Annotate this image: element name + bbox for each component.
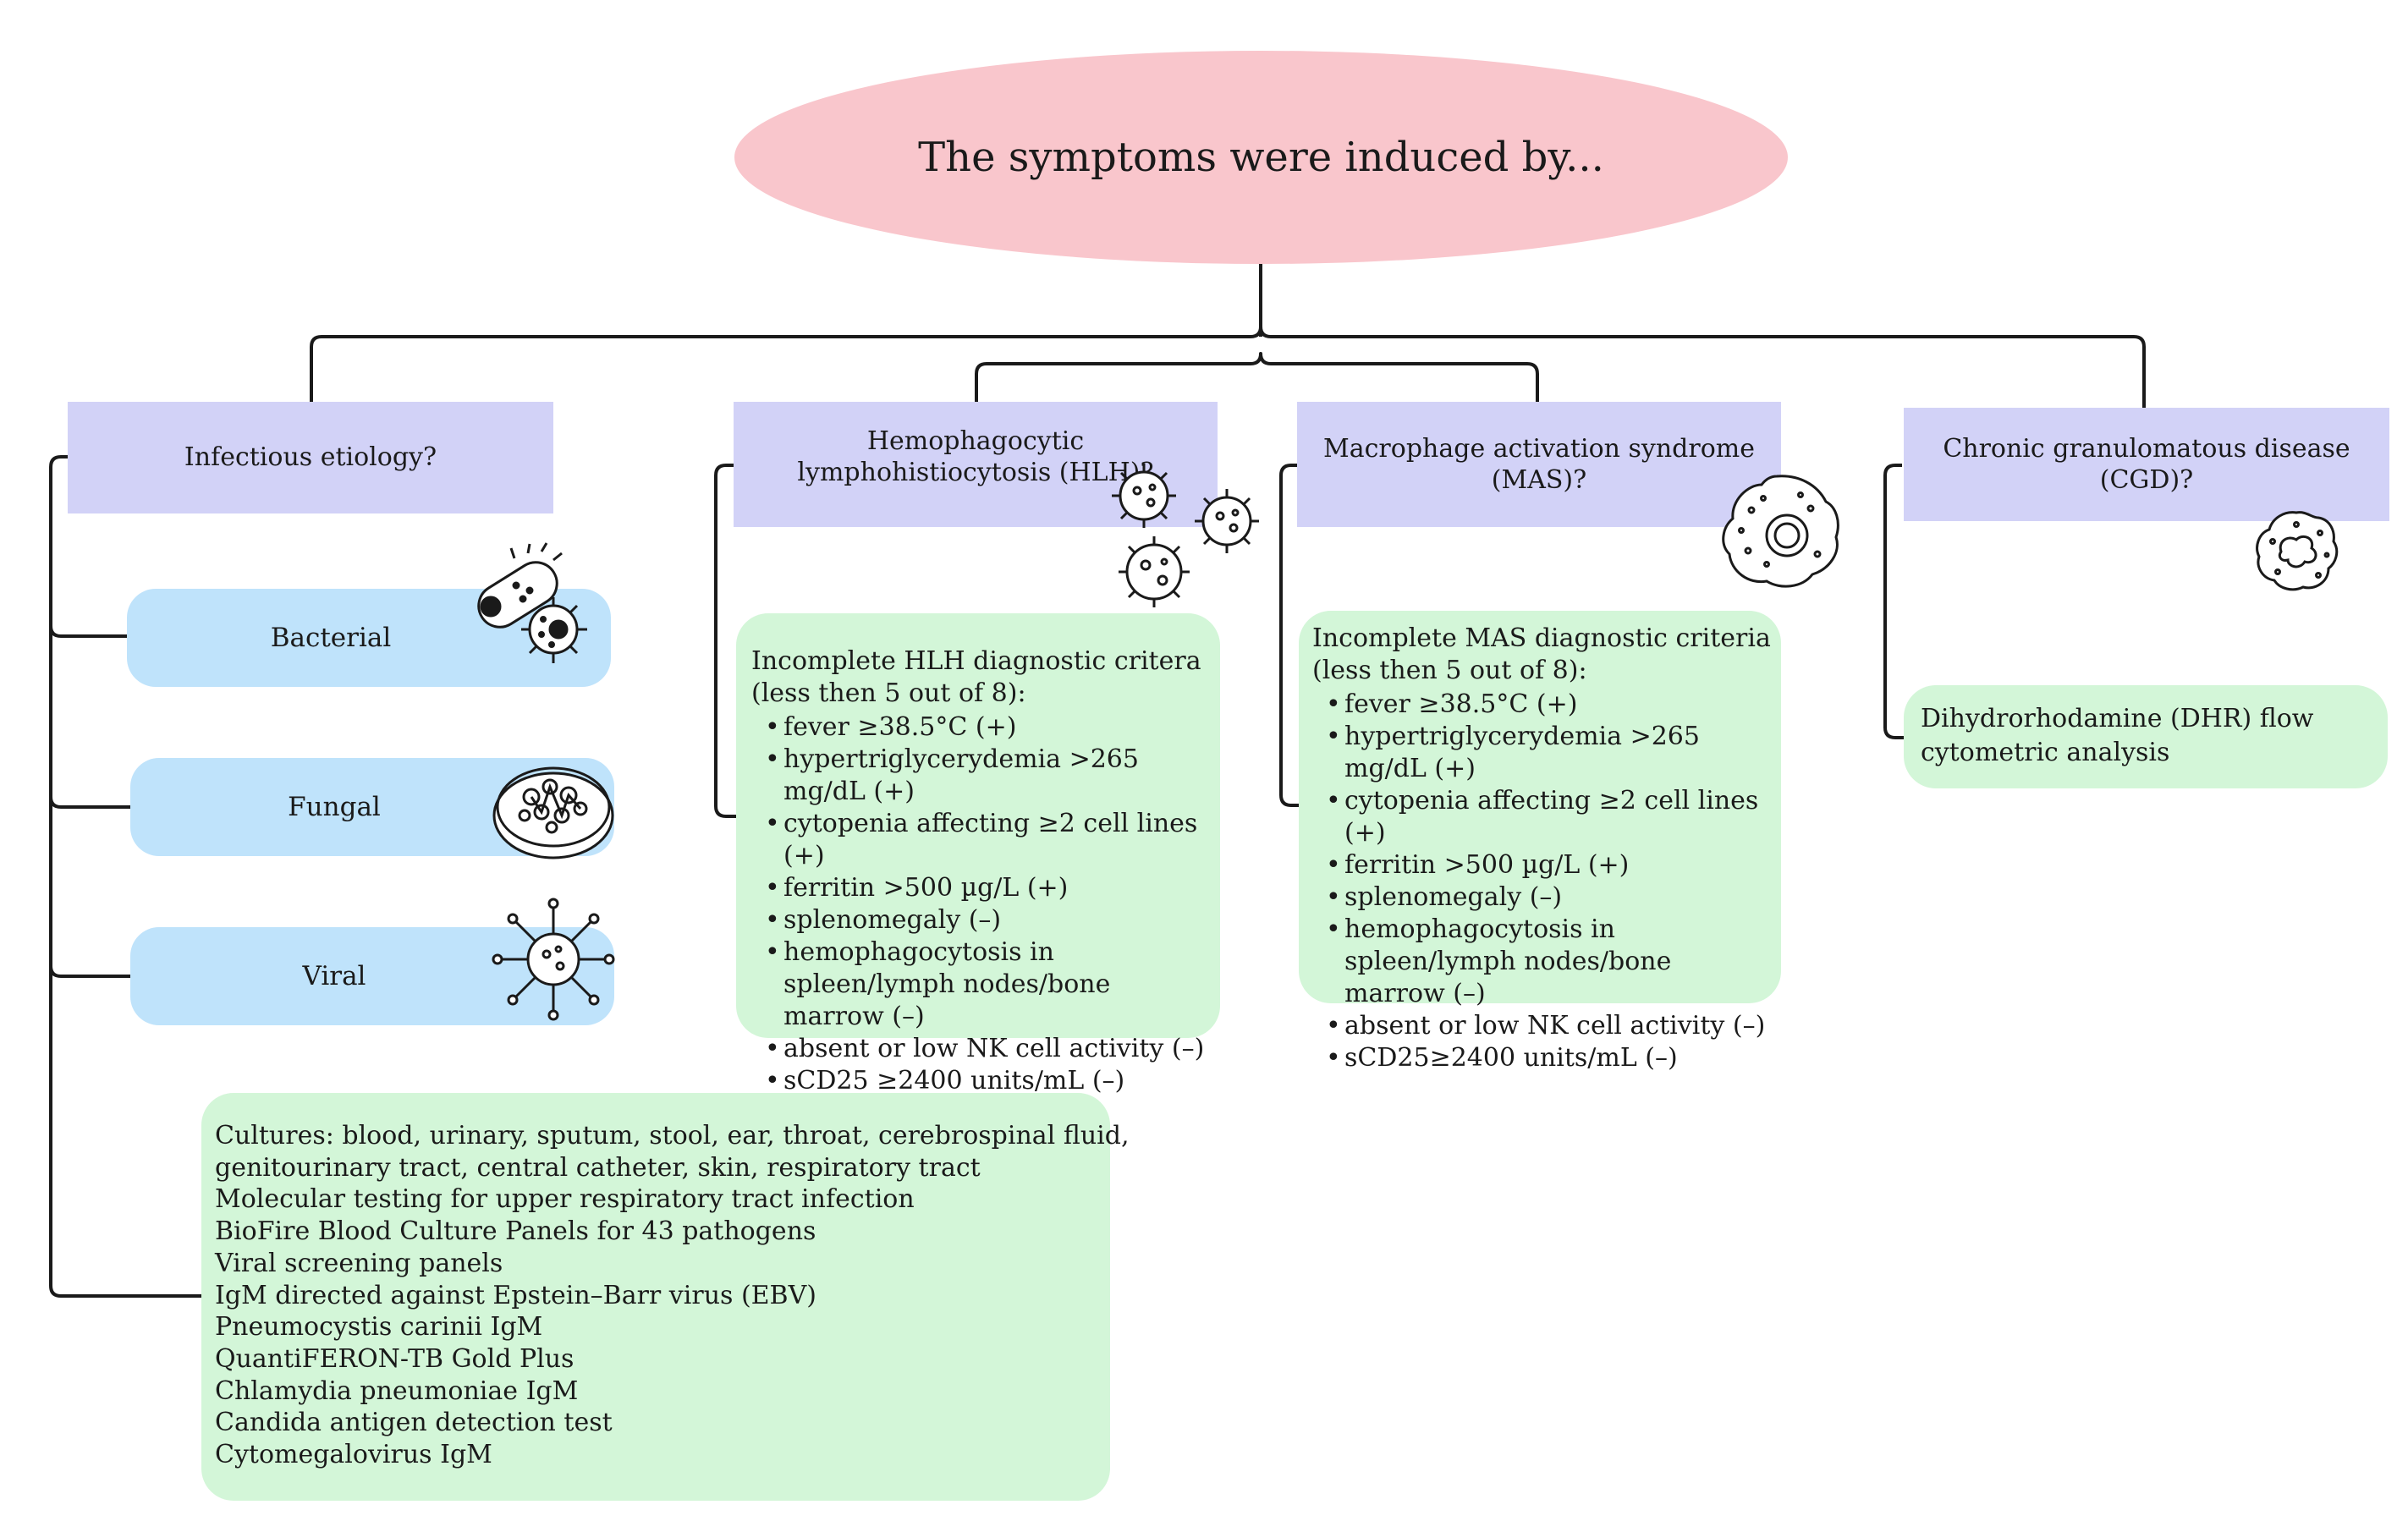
criteria-item: ferritin >500 µg/L (+) [765, 872, 1212, 904]
test-item: BioFire Blood Culture Panels for 43 path… [215, 1216, 816, 1247]
virus-cluster-icon [1112, 464, 1259, 607]
cgd-test-box: Dihydrorhodamine (DHR) flow cytometric a… [1904, 685, 2388, 788]
test-item: Viral screening panels [215, 1248, 503, 1278]
bacteria-icon [477, 542, 587, 663]
hlh-criteria-intro: Incomplete HLH diagnostic critera (less … [751, 646, 1201, 708]
mas-title: Macrophage activation syndrome (MAS)? [1323, 433, 1755, 496]
mas-criteria-list: fever ≥38.5°C (+) hypertriglycerydemia >… [1312, 689, 1776, 1074]
mas-spine [1279, 464, 1299, 807]
macrophage-icon [1722, 475, 1839, 588]
criteria-item: fever ≥38.5°C (+) [1326, 689, 1776, 721]
viral-label: Viral [302, 961, 366, 991]
mas-header: Macrophage activation syndrome (MAS)? [1297, 402, 1781, 527]
criteria-item: ferritin >500 µg/L (+) [1326, 849, 1776, 881]
petri-dish-icon [492, 766, 614, 859]
test-item: Cultures: blood, urinary, sputum, stool,… [215, 1121, 1130, 1150]
test-item: Molecular testing for upper respiratory … [215, 1184, 915, 1215]
criteria-item: hypertriglycerydemia >265 mg/dL (+) [1326, 721, 1776, 785]
test-item: genitourinary tract, central catheter, s… [215, 1152, 981, 1183]
criteria-item: hemophagocytosis in spleen/lymph nodes/b… [765, 936, 1212, 1033]
infectious-tests-box: Cultures: blood, urinary, sputum, stool,… [201, 1093, 1130, 1501]
criteria-item: hemophagocytosis in spleen/lymph nodes/b… [1326, 914, 1776, 1010]
bacterial-label: Bacterial [270, 623, 392, 653]
infectious-title: Infectious etiology? [184, 442, 437, 473]
criteria-item: sCD25 ≥2400 units/mL (–) [765, 1065, 1212, 1097]
test-item: QuantiFERON-TB Gold Plus [215, 1343, 575, 1374]
criteria-item: hypertriglycerydemia >265 mg/dL (+) [765, 744, 1212, 808]
criteria-item: cytopenia affecting ≥2 cell lines (+) [1326, 785, 1776, 849]
hlh-title: Hemophagocytic lymphohistiocytosis (HLH)… [797, 426, 1154, 488]
mas-criteria-intro: Incomplete MAS diagnostic criteria (less… [1312, 623, 1771, 685]
root-title: The symptoms were induced by... [918, 134, 1604, 181]
fungal-label: Fungal [288, 792, 381, 822]
criteria-item: fever ≥38.5°C (+) [765, 711, 1212, 744]
criteria-item: sCD25≥2400 units/mL (–) [1326, 1042, 1776, 1074]
neutrophil-icon [2256, 511, 2339, 591]
outer-bracket [310, 325, 2146, 408]
criteria-item: splenomegaly (–) [765, 904, 1212, 936]
hlh-spine [714, 464, 736, 818]
virus-icon [492, 898, 615, 1021]
criteria-item: cytopenia affecting ≥2 cell lines (+) [765, 808, 1212, 872]
cgd-header: Chronic granulomatous disease (CGD)? [1904, 408, 2389, 521]
cgd-title: Chronic granulomatous disease (CGD)? [1943, 433, 2350, 496]
test-item: IgM directed against Epstein–Barr virus … [215, 1280, 816, 1310]
test-item: Pneumocystis carinii IgM [215, 1312, 543, 1343]
test-item: Candida antigen detection test [215, 1408, 613, 1438]
root-question: The symptoms were induced by... [734, 51, 1788, 264]
cgd-test: Dihydrorhodamine (DHR) flow cytometric a… [1921, 704, 2314, 767]
test-item: Chlamydia pneumoniae IgM [215, 1376, 579, 1406]
hlh-criteria-box: Incomplete HLH diagnostic critera (less … [736, 613, 1220, 1097]
test-item: Cytomegalovirus IgM [215, 1440, 492, 1470]
infectious-header: Infectious etiology? [68, 402, 553, 513]
cgd-spine [1883, 464, 1904, 739]
criteria-item: absent or low NK cell activity (–) [765, 1033, 1212, 1065]
hlh-criteria-list: fever ≥38.5°C (+) hypertriglycerydemia >… [751, 711, 1212, 1097]
infectious-spine [49, 455, 201, 1298]
inner-bracket [975, 352, 1539, 402]
mas-criteria-box: Incomplete MAS diagnostic criteria (less… [1299, 611, 1781, 1074]
criteria-item: absent or low NK cell activity (–) [1326, 1010, 1776, 1042]
criteria-item: splenomegaly (–) [1326, 881, 1776, 914]
